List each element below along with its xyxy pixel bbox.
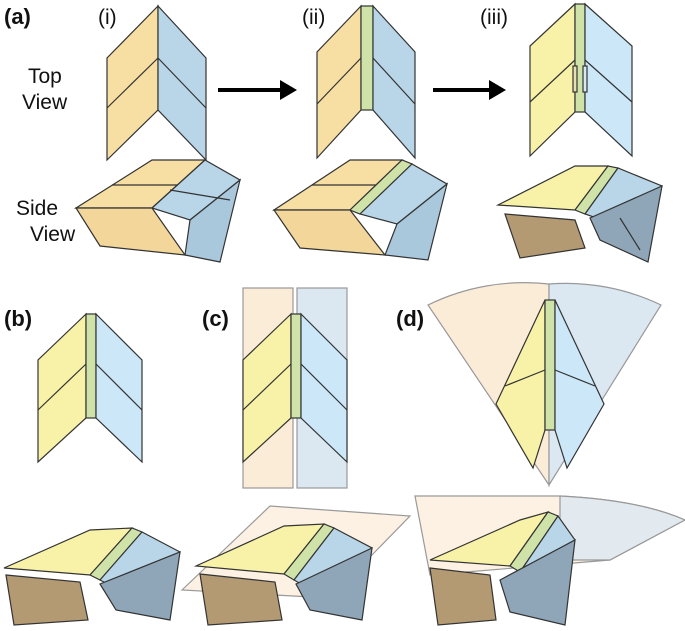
panel-label-a: (a) (4, 4, 31, 29)
bottom-box (429, 567, 497, 626)
panel-label-d: (d) (396, 306, 425, 331)
step-label-iii: (iii) (480, 6, 508, 29)
top-view-c (242, 287, 348, 489)
side-view-ii (271, 159, 449, 261)
left-face (529, 2, 576, 158)
top-view-label: Top View (22, 64, 67, 116)
panel-label-b: (b) (4, 306, 33, 331)
right-face (300, 312, 348, 464)
panel-label-c: (c) (202, 306, 229, 331)
bottom-box (5, 574, 89, 626)
bottom-box (504, 213, 586, 259)
top-view-b (37, 312, 143, 464)
right-face (95, 312, 143, 464)
right-face (372, 4, 416, 160)
arrow-1 (218, 80, 297, 100)
wing-right (499, 538, 576, 626)
top-view-ii (316, 4, 416, 160)
side-view-label-line2: View (30, 223, 76, 246)
wing-right (295, 546, 373, 621)
top-view-d (427, 282, 662, 488)
top-view-label-line1: Top (28, 65, 62, 88)
wing-right (184, 178, 242, 263)
wing-right (589, 184, 663, 263)
top-view-iii (529, 2, 633, 158)
side-view-c (180, 505, 412, 626)
top-view-label-line2: View (22, 91, 68, 114)
left-face (37, 312, 87, 464)
side-view-i (73, 159, 242, 263)
top-view-i (106, 4, 207, 162)
wing-right (384, 182, 449, 261)
step-label-ii: (ii) (302, 6, 326, 29)
hinge-strip (574, 3, 586, 113)
step-label-i: (i) (98, 6, 117, 29)
side-view-label: Side View (16, 196, 75, 248)
front-left (74, 207, 187, 256)
hinge-strip (360, 5, 374, 111)
side-view-iii (495, 165, 664, 263)
side-view-b (3, 527, 181, 626)
hinge-strip (85, 313, 97, 419)
wing-right (99, 551, 181, 621)
side-view-d (414, 495, 685, 626)
hinge-strip (544, 299, 556, 431)
side-view-label-line1: Side (16, 197, 59, 220)
right-face (584, 2, 633, 158)
right-face (554, 299, 605, 470)
bottom-box (199, 573, 283, 626)
hinge-strip (290, 313, 302, 419)
arrow-2 (433, 80, 506, 100)
